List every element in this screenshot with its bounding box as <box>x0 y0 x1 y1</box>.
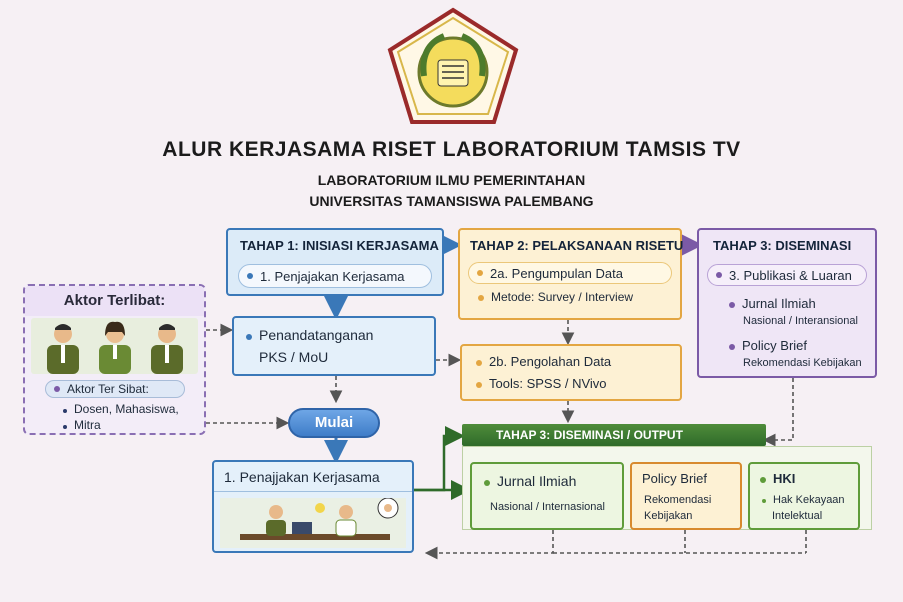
output-banner: TAHAP 3: DISEMINASI / OUTPUT <box>462 424 766 446</box>
actors-bullet2: Mitra <box>63 418 101 432</box>
stage3-item3-sub: Rekomendasi Kebijakan <box>743 357 862 369</box>
output-card-policy: Policy Brief Rekomendasi Kebijakan <box>630 462 742 530</box>
actors-title: Aktor Terlibat: <box>25 286 204 316</box>
person-icon <box>47 324 79 374</box>
hki-sub2: Intelektual <box>772 510 823 522</box>
person-icon <box>335 505 357 537</box>
actors-bullet1: Dosen, Mahasiswa, <box>63 402 179 416</box>
stage2-item2: Metode: Survey / Interview <box>478 290 633 304</box>
stage3-item1: 3. Publikasi & Luaran <box>707 264 867 286</box>
stage2-title: TAHAP 2: PELAKSANAAN RISETU <box>470 238 684 253</box>
university-logo <box>384 6 522 126</box>
bullet-icon <box>63 425 67 429</box>
stage2-item1: 2a. Pengumpulan Data <box>468 262 672 284</box>
bullet-icon <box>476 382 482 388</box>
signing-line1: Penandatanganan <box>246 327 373 343</box>
subtitle-lab: LABORATORIUM ILMU PEMERINTAHAN <box>317 172 586 188</box>
arrow-bottom-banner <box>414 426 465 492</box>
actors-box: Aktor Terlibat: Aktor Ter Sibat: Dosen, … <box>23 284 206 435</box>
stage1-box: TAHAP 1: INISIASI KERJASAMA 1. Penjajaka… <box>226 228 444 296</box>
hki-title: HKI <box>760 471 795 486</box>
stage3-box: TAHAP 3: DISEMINASI 3. Publikasi & Luara… <box>697 228 877 378</box>
signing-box: Penandatanganan PKS / MoU <box>232 316 436 376</box>
journal-sub: Nasional / Internasional <box>490 501 605 513</box>
bullet-icon <box>729 302 735 308</box>
stage3-title: TAHAP 3: DISEMINASI <box>713 238 852 253</box>
output-card-hki: HKI Hak Kekayaan Intelektual <box>748 462 860 530</box>
bullet-icon <box>477 270 483 276</box>
speech-bubble-icon <box>377 497 399 519</box>
policy-sub2: Kebijakan <box>644 510 693 522</box>
bottom-box: 1. Penajjakan Kerjasama <box>212 460 414 553</box>
subtitle-university: UNIVERSITAS TAMANSISWA PALEMBANG <box>309 193 594 209</box>
person-icon <box>266 505 286 536</box>
bottom-title: 1. Penajjakan Kerjasama <box>214 462 412 492</box>
bullet-icon <box>760 477 766 483</box>
bullet-icon <box>478 295 484 301</box>
stage3-item3: Policy Brief <box>729 338 807 353</box>
stage3-item2: Jurnal Ilmiah <box>729 296 816 311</box>
lightbulb-icon <box>315 503 325 513</box>
bullet-icon <box>729 344 735 350</box>
journal-title: Jurnal Ilmiah <box>484 473 576 489</box>
stage3-item2-sub: Nasional / Interansional <box>743 315 858 327</box>
person-icon <box>99 321 131 374</box>
arrow-stage3-banner <box>762 378 794 447</box>
start-button[interactable]: Mulai <box>288 408 380 438</box>
stage1-item: 1. Penjajakan Kerjasama <box>238 264 432 288</box>
bullet-icon <box>54 386 60 392</box>
meeting-illustration <box>220 497 406 548</box>
stage2-item3: 2b. Pengolahan Data <box>476 354 611 369</box>
policy-sub1: Rekomendasi <box>644 494 712 506</box>
bullet-icon <box>484 480 490 486</box>
signing-line2: PKS / MoU <box>259 349 329 365</box>
bullet-icon <box>716 272 722 278</box>
bullet-icon <box>63 409 67 413</box>
laptop-icon <box>292 522 312 534</box>
bullet-icon <box>476 360 482 366</box>
bullet-icon <box>246 334 252 340</box>
actors-illustration <box>31 318 198 374</box>
policy-title: Policy Brief <box>642 471 708 486</box>
bullet-icon <box>247 273 253 279</box>
person-icon <box>151 324 183 374</box>
bullet-icon <box>762 499 766 503</box>
arrow-output-return <box>424 530 554 560</box>
stage1-title: TAHAP 1: INISIASI KERJASAMA <box>240 238 439 253</box>
stage2-box: TAHAP 2: PELAKSANAAN RISETU 2a. Pengumpu… <box>458 228 684 320</box>
stage2-item4: Tools: SPSS / NVivo <box>476 376 607 391</box>
page-title: ALUR KERJASAMA RISET LABORATORIUM TAMSIS… <box>162 138 741 161</box>
hki-sub1: Hak Kekayaan <box>762 494 845 506</box>
actors-pill: Aktor Ter Sibat: <box>45 380 185 398</box>
stage2b-box: 2b. Pengolahan Data Tools: SPSS / NVivo <box>460 344 682 401</box>
output-card-journal: Jurnal Ilmiah Nasional / Internasional <box>470 462 624 530</box>
